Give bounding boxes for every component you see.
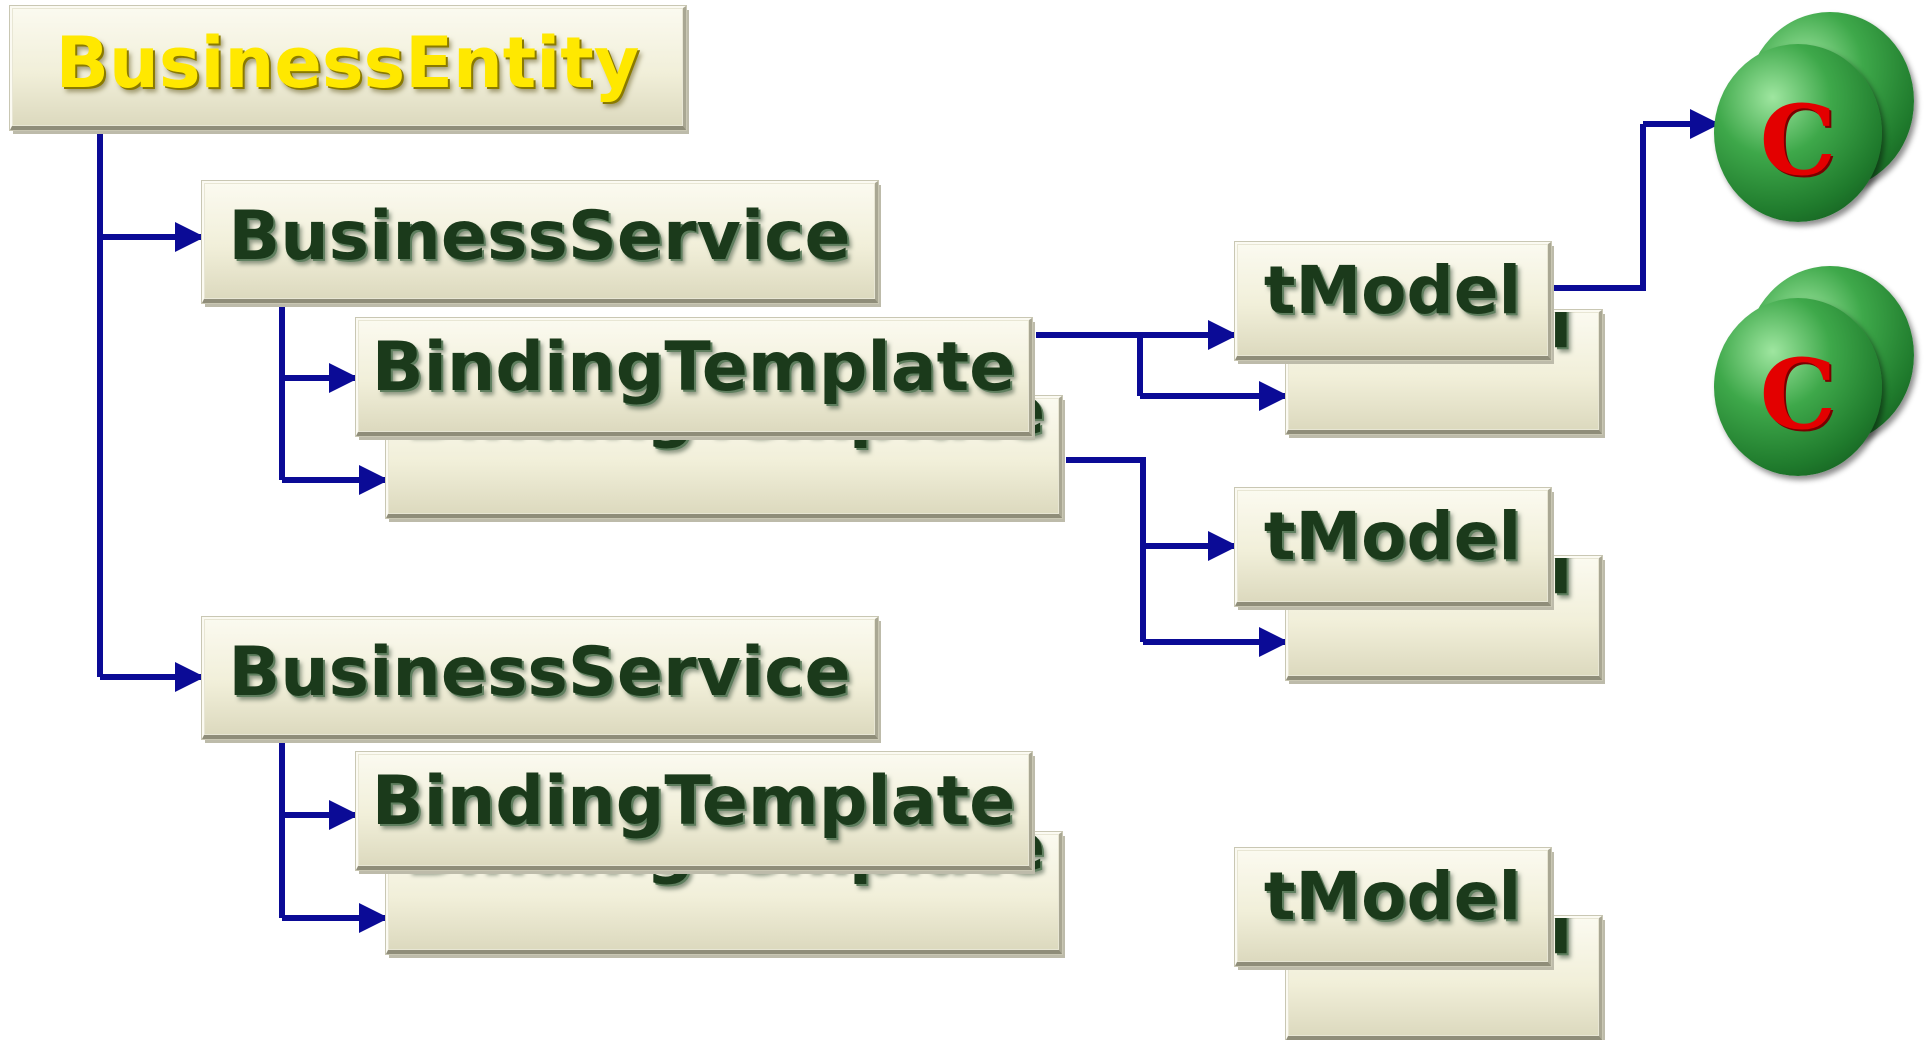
green-disc-c-icon: C	[1714, 266, 1914, 476]
tmodel-label: tModel	[1263, 498, 1522, 575]
connector-binding-tmodel-2	[1066, 457, 1146, 642]
business-service-label: BusinessService	[228, 197, 851, 276]
business-service-node: BusinessService	[201, 180, 879, 304]
tmodel-node: tModel	[1234, 487, 1552, 607]
c-glyph: C	[1759, 338, 1837, 451]
binding-template-label: BindingTemplate	[371, 328, 1016, 407]
tmodel-node: tModel	[1234, 241, 1552, 361]
disc-front: C	[1714, 44, 1882, 222]
tmodel-node: tModel	[1234, 847, 1552, 967]
disc-front: C	[1714, 298, 1882, 476]
green-disc-c-icon: C	[1714, 12, 1914, 222]
binding-template-label: BindingTemplate	[371, 762, 1016, 841]
tmodel-label: tModel	[1263, 252, 1522, 329]
business-service-node: BusinessService	[201, 616, 879, 740]
binding-template-node: BindingTemplate	[355, 751, 1033, 871]
tmodel-label: tModel	[1263, 858, 1522, 935]
connector-tmodel-icon	[1550, 124, 1646, 291]
business-service-label: BusinessService	[228, 633, 851, 712]
business-entity-node: BusinessEntity	[9, 5, 687, 131]
c-glyph: C	[1759, 84, 1837, 197]
business-entity-label: BusinessEntity	[55, 22, 640, 104]
binding-template-node: BindingTemplate	[355, 317, 1033, 437]
